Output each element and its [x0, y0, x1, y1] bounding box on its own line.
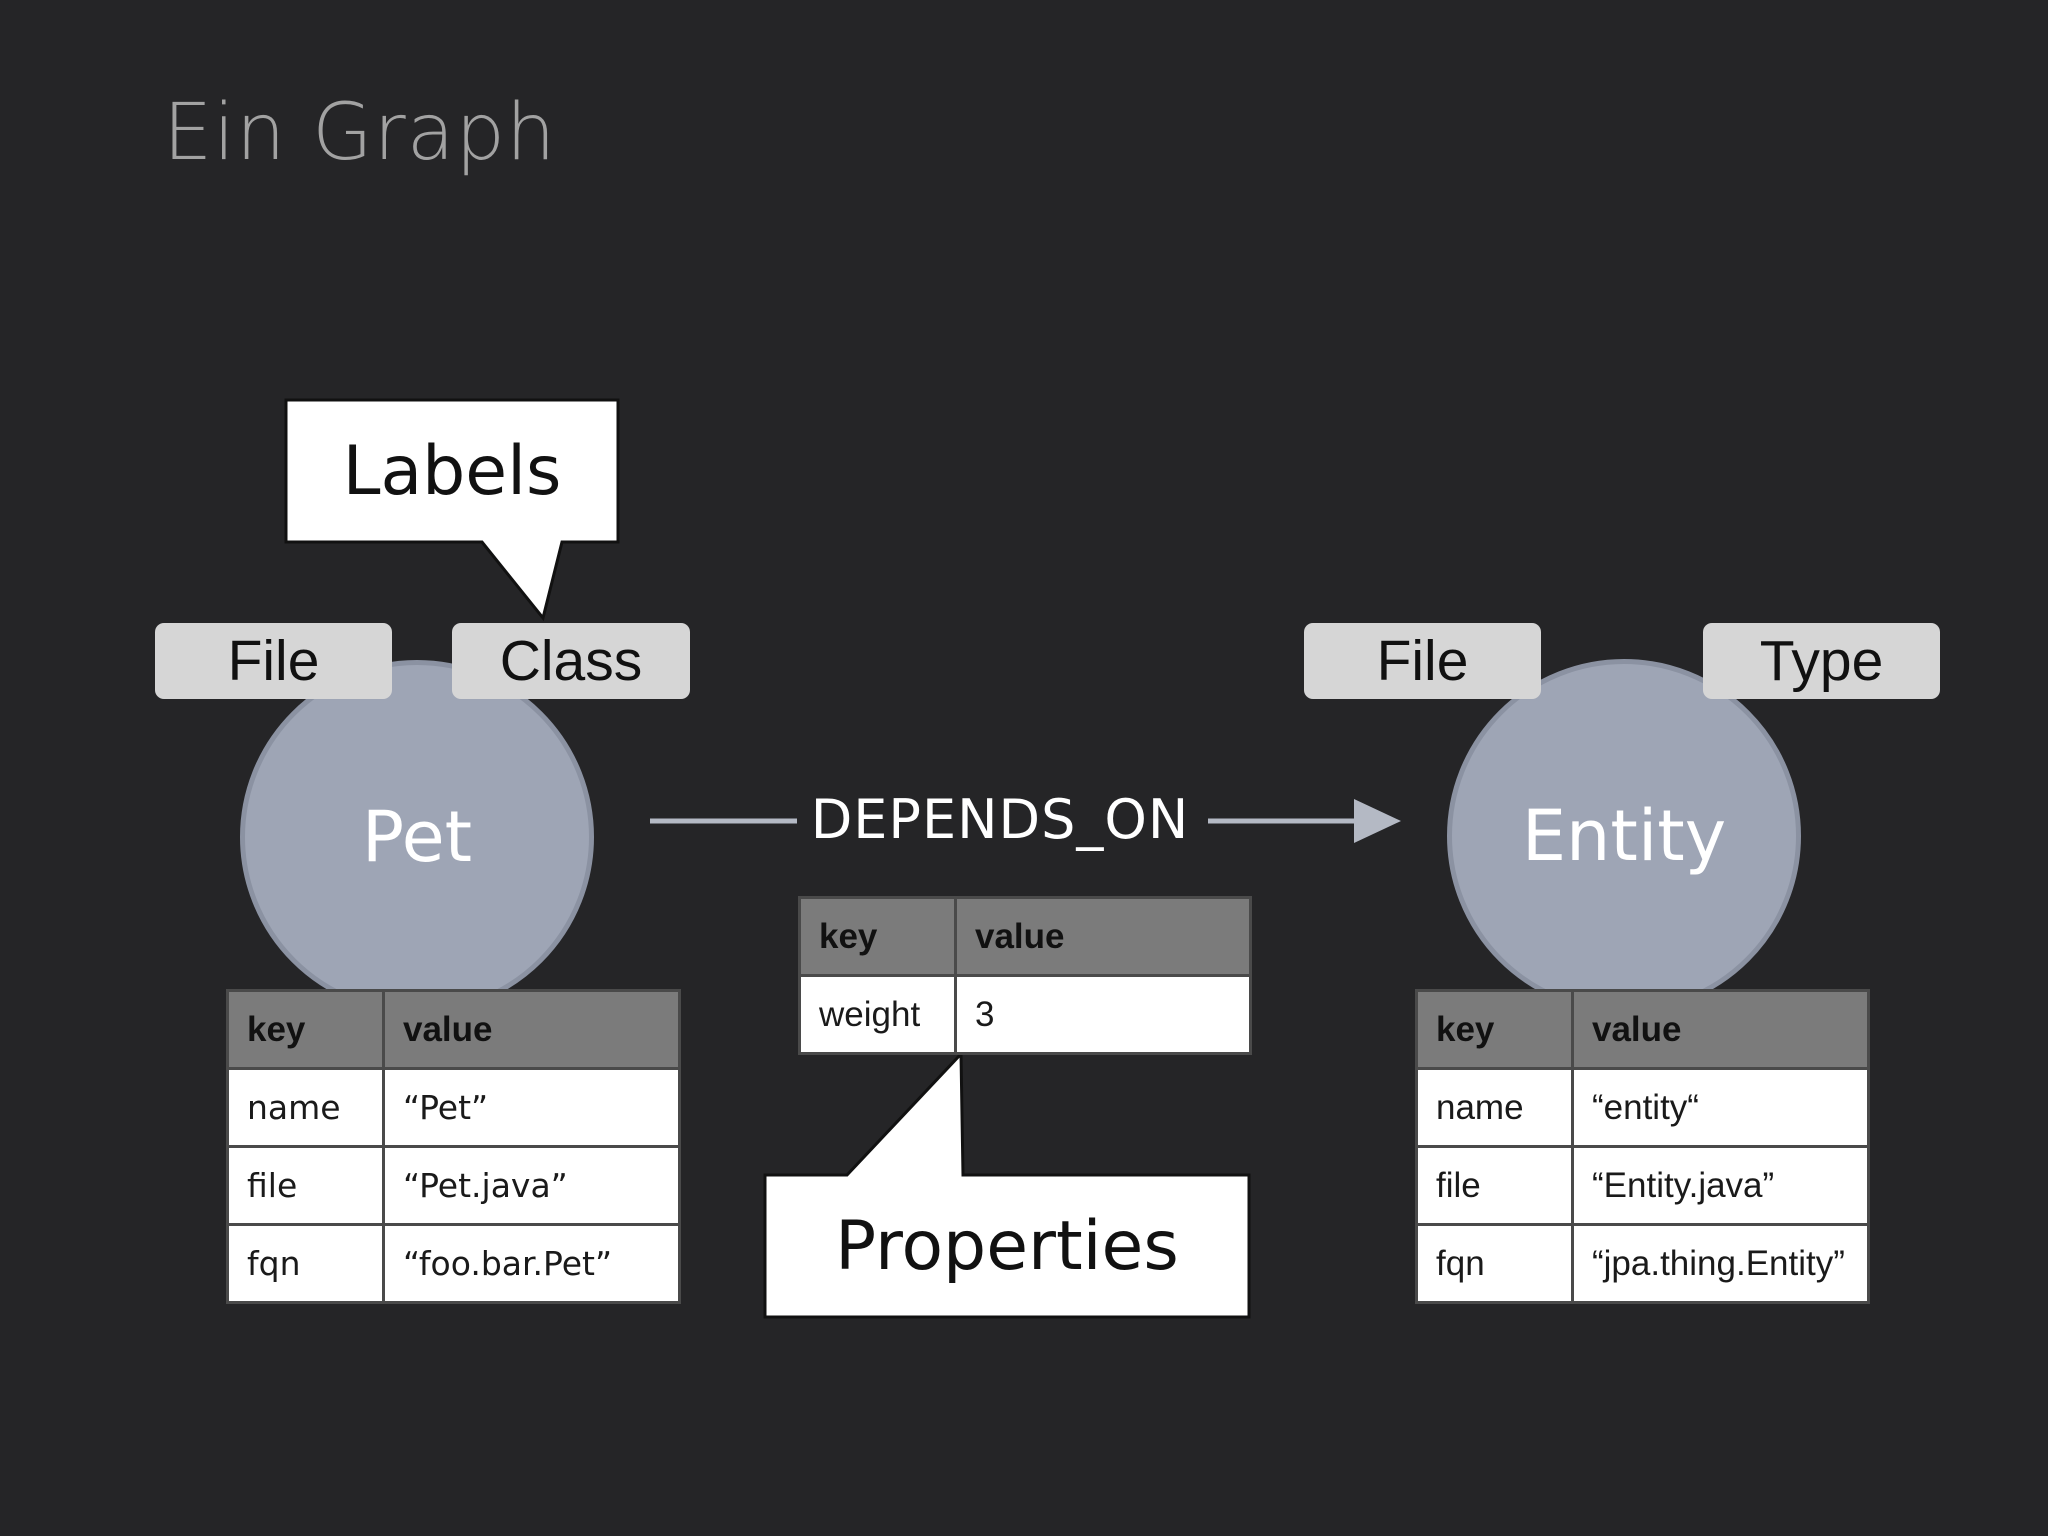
properties-callout-text: Properties: [835, 1206, 1179, 1286]
table-row: fqn “foo.bar.Pet”: [226, 1223, 681, 1304]
cell-value: “foo.bar.Pet”: [382, 1223, 681, 1304]
label-tag-file: File: [155, 623, 392, 699]
table-row: name “Pet”: [226, 1067, 681, 1148]
entity-properties-table: key value name “entity“ file “Entity.jav…: [1415, 989, 1870, 1304]
cell-value: “Pet.java”: [382, 1145, 681, 1226]
cell-key: name: [1415, 1067, 1574, 1148]
cell-value: “jpa.thing.Entity”: [1571, 1223, 1870, 1304]
header-key: key: [1415, 989, 1574, 1070]
slide-title: Ein Graph: [163, 88, 557, 178]
pet-properties-table: key value name “Pet” file “Pet.java” fqn…: [226, 989, 681, 1304]
table-row: weight 3: [798, 974, 1252, 1055]
labels-callout-text: Labels: [342, 431, 562, 511]
cell-value: 3: [954, 974, 1252, 1055]
relationship-type-label: DEPENDS_ON: [810, 788, 1190, 851]
table-header-row: key value: [1415, 989, 1870, 1070]
label-tag-file: File: [1304, 623, 1541, 699]
cell-key: name: [226, 1067, 385, 1148]
cell-key: fqn: [1415, 1223, 1574, 1304]
properties-callout-shape: [763, 1050, 1251, 1319]
cell-value: “Pet”: [382, 1067, 681, 1148]
cell-value: “entity“: [1571, 1067, 1870, 1148]
labels-callout-shape: [284, 398, 620, 622]
header-value: value: [382, 989, 681, 1070]
label-tag-class: Class: [452, 623, 690, 699]
cell-key: file: [226, 1145, 385, 1226]
node-pet-name: Pet: [361, 796, 473, 878]
table-header-row: key value: [226, 989, 681, 1070]
node-entity-name: Entity: [1521, 795, 1727, 877]
cell-key: weight: [798, 974, 957, 1055]
header-value: value: [1571, 989, 1870, 1070]
node-pet[interactable]: Pet: [240, 660, 594, 1014]
cell-key: fqn: [226, 1223, 385, 1304]
table-row: file “Pet.java”: [226, 1145, 681, 1226]
label-tag-type: Type: [1703, 623, 1940, 699]
header-value: value: [954, 896, 1252, 977]
cell-value: “Entity.java”: [1571, 1145, 1870, 1226]
relationship-properties-table: key value weight 3: [798, 896, 1252, 1055]
node-entity[interactable]: Entity: [1447, 659, 1801, 1013]
table-header-row: key value: [798, 896, 1252, 977]
table-row: fqn “jpa.thing.Entity”: [1415, 1223, 1870, 1304]
cell-key: file: [1415, 1145, 1574, 1226]
relationship-arrowhead: [1354, 799, 1401, 843]
table-row: file “Entity.java”: [1415, 1145, 1870, 1226]
header-key: key: [798, 896, 957, 977]
header-key: key: [226, 989, 385, 1070]
table-row: name “entity“: [1415, 1067, 1870, 1148]
